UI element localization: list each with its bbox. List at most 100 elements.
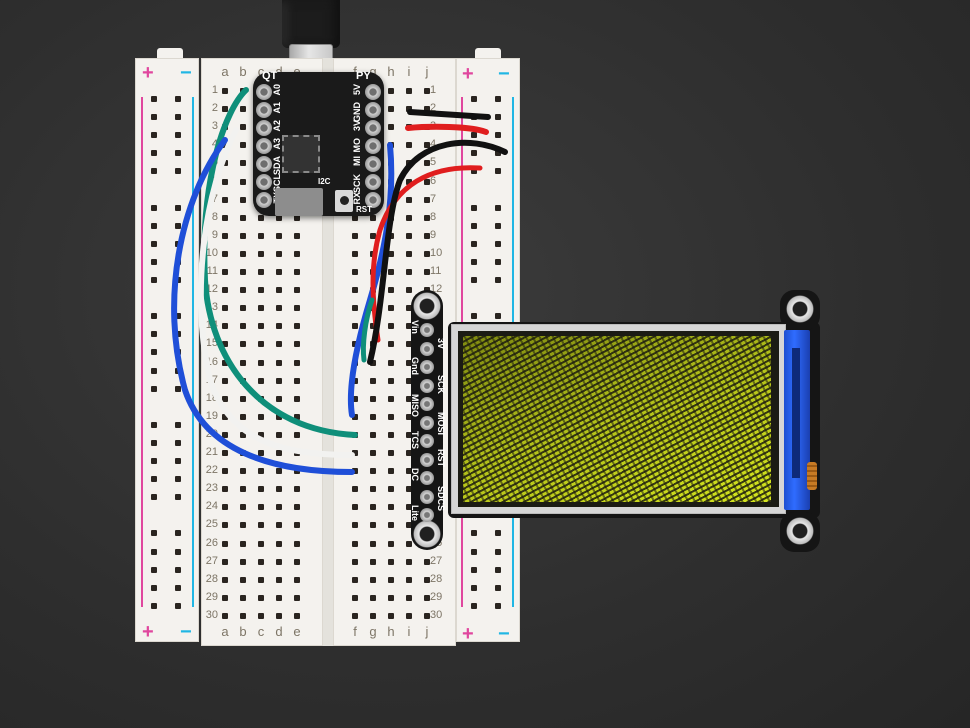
breadboard-hole (276, 540, 282, 547)
row-number: 8 (430, 210, 437, 223)
row-number: 23 (205, 482, 218, 495)
row-number: 2 (430, 102, 437, 115)
plus-symbol: + (142, 621, 154, 643)
row-number: 7 (211, 192, 218, 205)
rail-hole (151, 566, 157, 573)
rail-hole (151, 476, 157, 483)
rail-hole (175, 566, 181, 573)
breadboard-hole (258, 323, 264, 330)
breadboard-hole (424, 160, 430, 167)
breadboard-hole (222, 269, 228, 275)
breadboard-hole (352, 305, 358, 312)
rail-hole (495, 584, 501, 591)
breadboard-hole (276, 558, 282, 565)
breadboard-hole (222, 232, 228, 239)
breadboard-hole (352, 504, 358, 511)
header-pin-label: Lite (410, 505, 420, 522)
row-number: 27 (430, 554, 443, 567)
resistor (807, 462, 817, 490)
rail-hole (495, 313, 501, 320)
breadboard-hole (240, 594, 246, 601)
rail-hole (151, 349, 157, 356)
header-pin-label: RST (436, 449, 446, 467)
header-pin-label: SCK (436, 375, 446, 395)
breadboard-hole (276, 341, 282, 348)
rail-hole (151, 168, 157, 175)
breadboard-hole (370, 450, 376, 456)
breadboard-hole (352, 450, 358, 456)
rail-hole (471, 602, 477, 609)
breadboard-hole (240, 305, 246, 312)
qtpy-pin-label: RX (352, 192, 362, 205)
rail-hole (495, 566, 501, 573)
rail-hole (175, 385, 181, 392)
breadboard-hole (352, 250, 358, 257)
breadboard-tab (157, 48, 183, 60)
rail-hole (151, 584, 157, 591)
header-pin-label: TCS (410, 431, 420, 449)
breadboard-hole (258, 341, 264, 348)
column-letter: b (239, 64, 247, 79)
breadboard-hole (352, 413, 358, 420)
breadboard-hole (424, 576, 430, 583)
column-letter: h (387, 624, 395, 639)
row-number: 5 (430, 156, 437, 169)
breadboard-hole (240, 558, 246, 565)
column-letter: f (348, 64, 362, 79)
breadboard-hole (406, 395, 412, 402)
breadboard-hole (294, 305, 300, 312)
column-letter: c (257, 64, 265, 79)
breadboard-hole (388, 450, 394, 456)
rail-minus-line (192, 97, 194, 607)
breadboard-hole (370, 540, 376, 547)
rst-label: RST (356, 205, 372, 214)
row-number: 19 (205, 409, 218, 422)
breadboard-hole (388, 341, 394, 348)
breadboard-hole (222, 305, 228, 312)
breadboard-hole (258, 431, 264, 438)
breadboard-hole (424, 250, 430, 257)
qtpy-pin-pad (365, 138, 381, 154)
rail-hole (151, 204, 157, 211)
rail-hole (151, 222, 157, 229)
breadboard-hole (222, 540, 228, 547)
qtpy-pin-pad (256, 174, 272, 190)
header-pin-label: Vin (410, 320, 420, 334)
breadboard-hole (222, 160, 228, 167)
header-pin (420, 415, 434, 430)
wire-black (367, 139, 508, 365)
row-number: 28 (205, 572, 218, 585)
row-number: 29 (205, 590, 218, 603)
mounting-hole (413, 292, 441, 320)
breadboard-hole (388, 468, 394, 475)
column-letter: a (221, 624, 229, 639)
breadboard-hole (258, 269, 264, 275)
breadboard-hole (406, 431, 412, 438)
breadboard-hole (352, 395, 358, 402)
breadboard-hole (240, 486, 246, 493)
rail-hole (495, 222, 501, 229)
column-letter: e (290, 64, 304, 79)
breadboard-hole (352, 468, 358, 475)
header-pin (420, 471, 434, 485)
breadboard-hole (222, 287, 228, 294)
breadboard-hole (406, 232, 412, 239)
rail-hole (495, 204, 501, 211)
breadboard-hole (240, 413, 246, 420)
breadboard-hole (352, 522, 358, 529)
breadboard-hole (240, 359, 246, 366)
breadboard-hole (424, 178, 430, 185)
rail-hole (151, 132, 157, 139)
header-pin (420, 434, 434, 448)
breadboard-hole (240, 504, 246, 511)
header-pin (420, 508, 434, 522)
breadboard-hole (276, 504, 282, 511)
breadboard-hole (276, 576, 282, 583)
breadboard-hole (388, 558, 394, 565)
rail-hole (471, 548, 477, 555)
rail-hole (471, 240, 477, 247)
breadboard-hole (222, 431, 228, 438)
qtpy-pin-label: A0 (272, 84, 282, 96)
qtpy-pin-pad (256, 138, 272, 154)
rail-hole (151, 421, 157, 428)
